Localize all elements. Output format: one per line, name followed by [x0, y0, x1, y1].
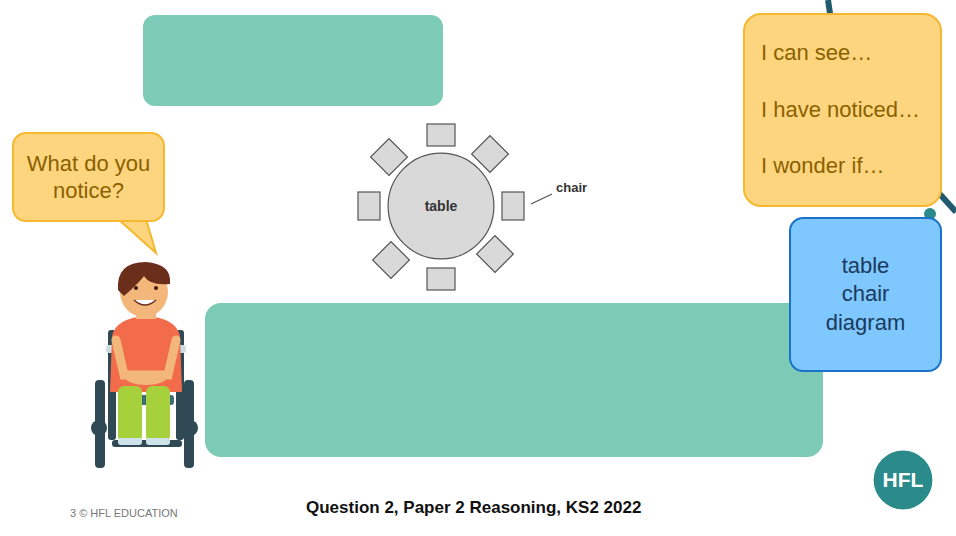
leader-line: [531, 194, 552, 204]
node-text: HFL: [883, 468, 924, 492]
prompt-bubble: I can see… I have noticed… I wonder if…: [743, 13, 942, 207]
vocab-box: table chair diagram: [789, 217, 942, 372]
node-text: I have noticed…: [761, 97, 920, 123]
wheelchair-person: [91, 262, 198, 468]
table-circle: table: [387, 152, 495, 260]
node-text: I can see…: [761, 40, 872, 66]
speech-bubble: What do you notice?: [12, 132, 165, 222]
node-text: table chair diagram: [816, 252, 916, 338]
chair-symbols: [358, 124, 524, 290]
node-text: table: [425, 198, 458, 214]
empty-panel: [205, 303, 823, 457]
node-text: I wonder if…: [761, 153, 885, 179]
node-text: What do you notice?: [22, 150, 155, 205]
slide-caption: Question 2, Paper 2 Reasoning, KS2 2022: [306, 498, 641, 518]
hfl-logo: HFL: [873, 450, 933, 510]
slide-footer: 3 © HFL EDUCATION: [70, 507, 178, 519]
empty-panel: [143, 15, 443, 106]
bubble-tail: [118, 218, 156, 253]
part-label: chair: [556, 180, 587, 195]
bubble-tail-outline: [118, 219, 156, 253]
